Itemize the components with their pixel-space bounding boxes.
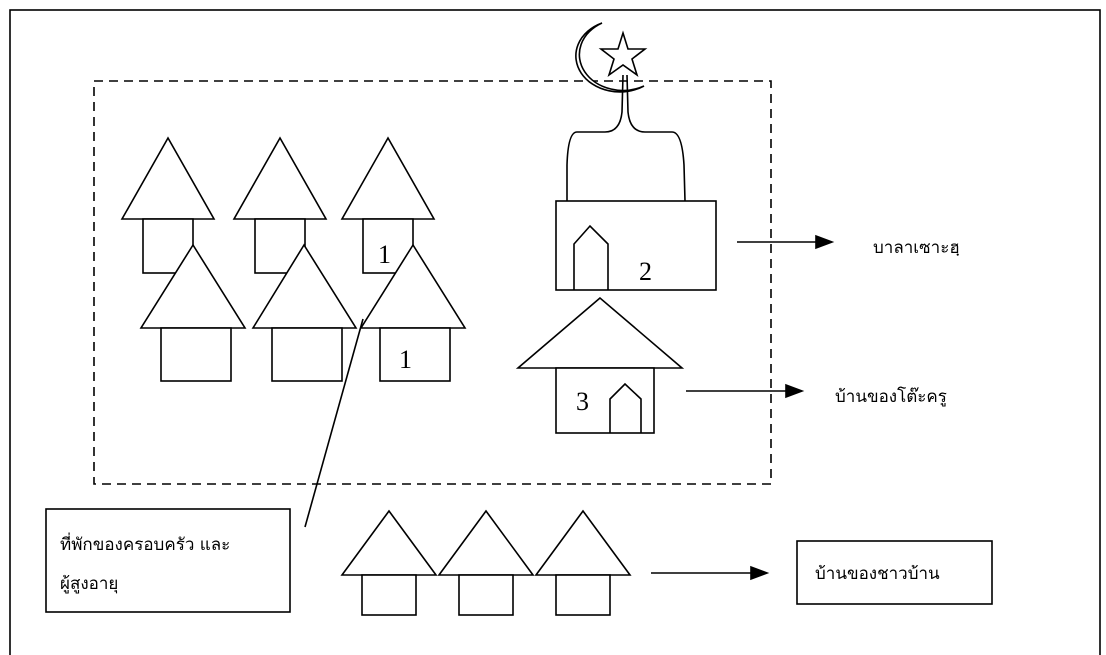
teacher-house-number: 3	[576, 387, 589, 416]
villager-house	[534, 509, 632, 616]
villager-house	[340, 509, 438, 616]
teacher-house-label: บ้านของโต๊ะครู	[835, 386, 947, 407]
villager-houses-label: บ้านของชาวบ้าน	[815, 564, 940, 584]
villager-houses-box	[796, 540, 993, 605]
mosque-number: 2	[639, 257, 652, 286]
villager-house	[437, 509, 535, 616]
family-residence-label-line2: ผู้สูงอายุ	[60, 574, 118, 594]
family-house-number-bottom: 1	[399, 345, 412, 374]
compound-boundary	[93, 80, 772, 485]
family-house	[232, 136, 328, 274]
family-house	[120, 136, 216, 274]
family-house	[359, 243, 467, 382]
teacher-house	[515, 296, 685, 434]
arrow-icon	[686, 383, 805, 399]
crescent-star-icon	[575, 22, 648, 93]
mosque-building	[555, 200, 717, 291]
family-house	[251, 243, 358, 382]
balai-label: บาลาเซาะฮฺ	[873, 238, 960, 258]
family-residence-label-line1: ที่พักของครอบครัว และ	[60, 532, 230, 555]
outer-frame	[9, 9, 1101, 655]
family-house	[139, 243, 247, 382]
arrow-icon	[737, 234, 835, 250]
family-residence-pointer	[304, 318, 364, 528]
mosque-dome	[566, 74, 686, 202]
arrow-icon	[651, 565, 770, 581]
family-house-number-top: 1	[378, 240, 391, 269]
family-house	[340, 136, 436, 274]
family-residence-box	[45, 508, 291, 613]
